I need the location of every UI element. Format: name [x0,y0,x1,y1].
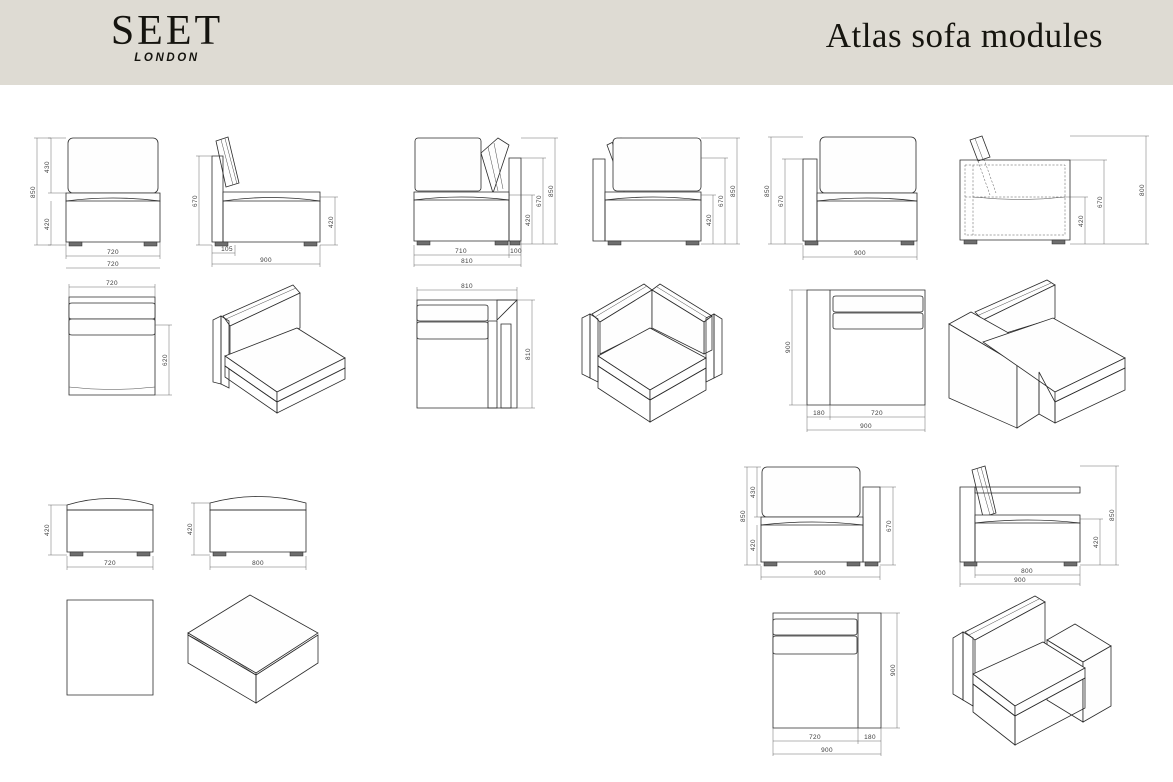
brand-name: SEET [110,8,224,54]
corner-plan-view: 810 810 [405,280,555,415]
dim-ottoman-l-height: 420 [187,523,194,535]
arm-side-elevation: 800 670 420 [940,127,1165,277]
corner-front-elevation: 850 670 420 710 100 810 [403,127,588,277]
dim-arm-plan-depth: 900 [785,341,792,353]
dim-cornerarm-back-height: 430 [750,486,757,498]
dim-cornerarm-side-total-height: 850 [1109,509,1116,521]
brand-logo: SEET LONDON [72,8,262,64]
dim-seat-height: 420 [44,218,51,230]
dim-arm-total-height: 850 [764,185,771,197]
armless-side-elevation: 670 420 105 900 [183,125,358,275]
dim-cornerarm-side-height: 670 [886,520,893,532]
dim-side-back-height: 670 [192,195,199,207]
dim-cornerarm-side-seat-height: 420 [1093,536,1100,548]
dim-corner-side-seat-height: 420 [706,214,713,226]
dim-side-seat-height: 420 [328,216,335,228]
dim-cornerarm-total-height: 850 [740,510,747,522]
brand-subtitle: LONDON [134,52,200,64]
dim-cornerarm-plan-depth: 900 [890,664,897,676]
ottoman-isometric [178,585,343,710]
dim-arm-back-height: 670 [778,195,785,207]
dim-corner-total-height: 850 [548,185,555,197]
dim-arm-side-back-height: 670 [1097,196,1104,208]
cornerarm-front-elevation: 850 430 420 670 900 [725,457,910,592]
dim-cornerarm-width: 900 [814,570,826,577]
dim-back-offset: 105 [221,246,233,253]
cornerarm-plan-view: 900 720 180 900 [735,595,910,770]
sheet-header: SEET LONDON Atlas sofa modules [0,0,1173,86]
dim-corner-seat-height: 420 [525,214,532,226]
dim-width-plan-echo: 720 [107,261,119,268]
arm-plan-view: 900 180 720 900 [765,280,940,445]
dim-arm-side-seat-height: 420 [1078,215,1085,227]
corner-side-elevation: 850 670 420 [565,127,750,277]
armless-front-elevation: 430 420 850 720 720 [20,125,200,275]
dim-cornerarm-plan-width: 900 [821,747,833,754]
dim-cornerarm-side-inner-depth: 800 [1021,568,1033,575]
dim-back-height: 430 [44,161,51,173]
dim-width: 720 [107,249,119,256]
dim-corner-back-height: 670 [536,195,543,207]
dim-corner-side-total-height: 850 [730,185,737,197]
cornerarm-isometric [935,590,1165,765]
dim-corner-side-back-height: 670 [718,195,725,207]
ottoman-small-front-elevation: 420 720 [22,470,182,585]
dim-total-height: 850 [30,186,37,198]
dim-corner-plan-width: 810 [461,283,473,290]
corner-isometric [562,280,742,430]
drawing-canvas: 430 420 850 720 720 [0,85,1173,782]
ottoman-plan-view [45,590,175,715]
armless-isometric [185,280,375,415]
dim-arm-plan-arm-width: 180 [813,410,825,417]
dim-corner-back-thickness: 100 [510,248,522,255]
arm-front-elevation: 850 670 900 [755,127,940,277]
dim-arm-width: 900 [854,250,866,257]
dim-corner-seat-width: 710 [455,248,467,255]
dim-corner-width: 810 [461,258,473,265]
ottoman-large-front-elevation: 420 800 [168,470,343,585]
dim-cornerarm-plan-seat-width: 720 [809,734,821,741]
dim-arm-plan-width: 900 [860,423,872,430]
page-title: Atlas sofa modules [825,16,1103,55]
dim-ottoman-s-width: 720 [104,560,116,567]
dim-corner-plan-depth: 810 [525,348,532,360]
armless-plan-view: 720 620 [32,275,197,410]
dim-ottoman-l-width: 800 [252,560,264,567]
dim-arm-side-total-height: 800 [1139,184,1146,196]
dim-cornerarm-seat-height: 420 [750,539,757,551]
dim-arm-plan-seat-width: 720 [871,410,883,417]
arm-isometric [935,279,1160,430]
dim-ottoman-s-height: 420 [44,524,51,536]
cornerarm-side-elevation: 850 420 800 900 [940,457,1165,592]
dim-plan-depth: 620 [162,354,169,366]
dim-depth: 900 [260,257,272,264]
dim-plan-width: 720 [106,280,118,287]
dim-cornerarm-plan-arm-width: 180 [864,734,876,741]
dim-cornerarm-side-depth: 900 [1014,577,1026,584]
